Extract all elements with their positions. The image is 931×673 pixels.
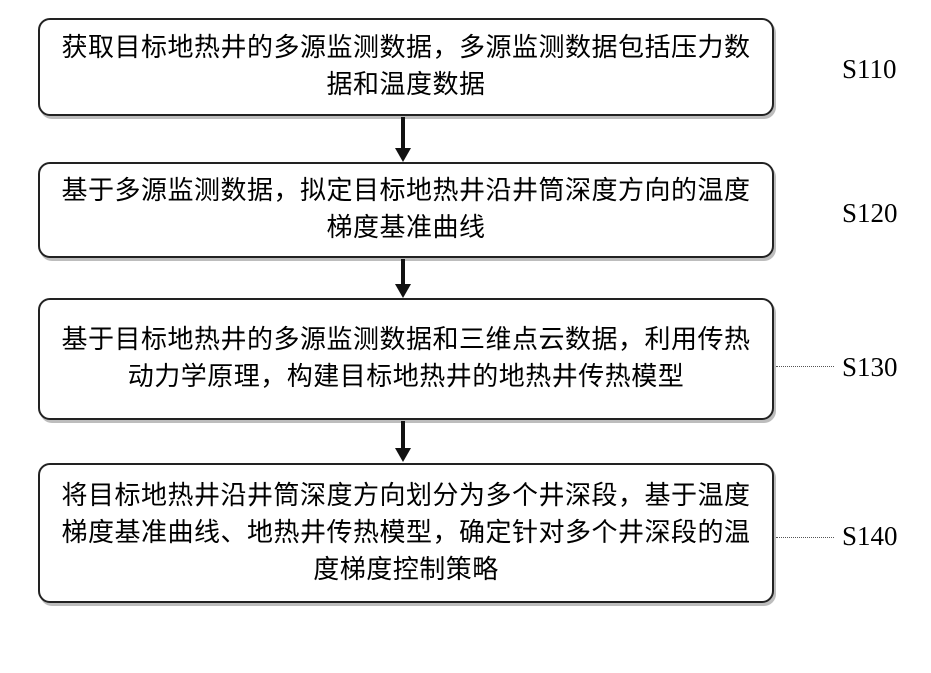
step-text-s130: 基于目标地热井的多源监测数据和三维点云数据，利用传热动力学原理，构建目标地热井的… xyxy=(52,322,760,396)
step-label-s120: S120 xyxy=(842,198,898,229)
step-text-s140: 将目标地热井沿井筒深度方向划分为多个井深段，基于温度梯度基准曲线、地热井传热模型… xyxy=(52,478,760,589)
step-box-s110: 获取目标地热井的多源监测数据，多源监测数据包括压力数据和温度数据 xyxy=(38,18,774,116)
flow-arrow-1 xyxy=(395,117,411,163)
step-text-s120: 基于多源监测数据，拟定目标地热井沿井筒深度方向的温度梯度基准曲线 xyxy=(52,173,760,247)
step-box-s120: 基于多源监测数据，拟定目标地热井沿井筒深度方向的温度梯度基准曲线 xyxy=(38,162,774,258)
flow-arrow-3 xyxy=(395,421,411,463)
step-label-s140: S140 xyxy=(842,521,898,552)
step-label-s110: S110 xyxy=(842,54,897,85)
step-box-s130: 基于目标地热井的多源监测数据和三维点云数据，利用传热动力学原理，构建目标地热井的… xyxy=(38,298,774,420)
leader-line-s130 xyxy=(776,366,834,367)
flow-arrow-2 xyxy=(395,259,411,299)
step-label-s130: S130 xyxy=(842,352,898,383)
step-text-s110: 获取目标地热井的多源监测数据，多源监测数据包括压力数据和温度数据 xyxy=(52,30,760,104)
step-box-s140: 将目标地热井沿井筒深度方向划分为多个井深段，基于温度梯度基准曲线、地热井传热模型… xyxy=(38,463,774,603)
leader-line-s140 xyxy=(776,537,834,538)
